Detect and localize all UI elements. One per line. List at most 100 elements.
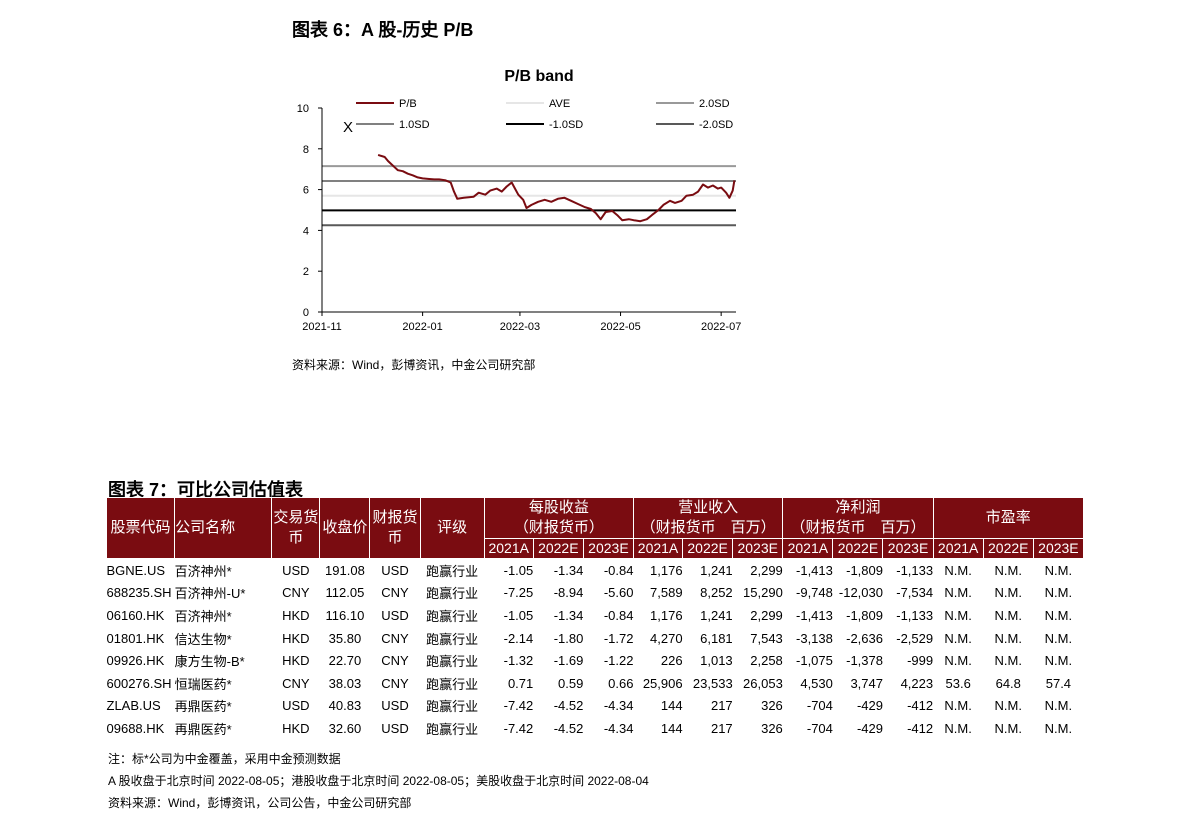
band-lines bbox=[322, 165, 736, 227]
year-header-net-profit-2: 2023E bbox=[882, 538, 934, 559]
cell-pe: N.M. bbox=[944, 653, 972, 669]
cell-name: 百济神州* bbox=[174, 563, 232, 579]
cell-net-profit: -999 bbox=[907, 653, 934, 669]
cell-name: 百济神州* bbox=[174, 608, 232, 624]
col-price-header: 收盘价 bbox=[319, 497, 371, 559]
chart-title: P/B band bbox=[504, 68, 573, 85]
cell-net-profit: -1,809 bbox=[846, 562, 883, 578]
cell-trade-currency: USD bbox=[282, 698, 310, 714]
cell-eps: -4.34 bbox=[603, 698, 634, 714]
cell-price: 32.60 bbox=[328, 720, 362, 736]
cell-eps: -1.32 bbox=[503, 653, 534, 669]
table-notes: 注：标*公司为中金覆盖，采用中金预测数据 A 股收盘于北京时间 2022-08-… bbox=[108, 748, 649, 814]
cell-net-profit: -1,133 bbox=[896, 562, 934, 578]
cell-pe: 57.4 bbox=[1045, 675, 1072, 691]
cell-code: 09926.HK bbox=[106, 653, 165, 669]
cell-revenue: 26,053 bbox=[743, 675, 783, 691]
cell-code: 01801.HK bbox=[106, 630, 165, 646]
cell-report-currency: USD bbox=[381, 720, 409, 736]
cell-revenue: 15,290 bbox=[743, 585, 783, 601]
x-tick-label: 2022-05 bbox=[600, 321, 640, 333]
cell-net-profit: -2,636 bbox=[846, 630, 883, 646]
cell-eps: -1.80 bbox=[553, 630, 584, 646]
cell-eps: -1.69 bbox=[553, 653, 584, 669]
cell-price: 35.80 bbox=[328, 630, 362, 646]
cell-revenue: 1,176 bbox=[650, 562, 683, 578]
cell-name: 再鼎医药* bbox=[174, 721, 232, 737]
cell-code: 06160.HK bbox=[106, 607, 165, 623]
cell-revenue: 217 bbox=[710, 720, 733, 736]
year-header-revenue-0: 2021A bbox=[632, 538, 684, 559]
cell-eps: -7.42 bbox=[503, 720, 534, 736]
cell-pe: N.M. bbox=[1044, 720, 1073, 736]
year-header-eps-1: 2022E bbox=[532, 538, 584, 559]
cell-trade-currency: CNY bbox=[282, 675, 310, 691]
year-header-eps-2: 2023E bbox=[582, 538, 634, 559]
figure-7-title: 图表 7：可比公司估值表 bbox=[108, 480, 304, 500]
cell-rating: 跑赢行业 bbox=[426, 631, 479, 647]
cell-revenue: 2,258 bbox=[750, 653, 783, 669]
cell-trade-currency: HKD bbox=[282, 653, 310, 669]
cell-price: 40.83 bbox=[328, 698, 362, 714]
cell-rating: 跑赢行业 bbox=[426, 608, 479, 624]
cell-price: 116.10 bbox=[325, 607, 365, 623]
cell-pe: N.M. bbox=[1044, 653, 1073, 669]
year-header-pe-2: 2023E bbox=[1032, 538, 1085, 559]
x-tick-label: 2022-03 bbox=[500, 321, 540, 333]
cell-pe: N.M. bbox=[994, 585, 1022, 601]
year-header-pe-0: 2021A bbox=[932, 538, 984, 559]
cell-code: ZLAB.US bbox=[106, 698, 161, 714]
cell-pe: N.M. bbox=[944, 698, 972, 714]
cell-report-currency: CNY bbox=[381, 585, 409, 601]
cell-net-profit: 4,223 bbox=[900, 675, 934, 691]
cell-eps: 0.66 bbox=[608, 675, 634, 691]
cell-eps: -7.42 bbox=[503, 698, 534, 714]
cell-eps: -4.52 bbox=[553, 720, 584, 736]
note-coverage: 注：标*公司为中金覆盖，采用中金预测数据 bbox=[108, 752, 341, 766]
cell-revenue: 217 bbox=[710, 698, 733, 714]
cell-pe: N.M. bbox=[994, 698, 1022, 714]
cell-pe: N.M. bbox=[1044, 630, 1073, 646]
cell-revenue: 1,241 bbox=[700, 562, 733, 578]
cell-net-profit: -9,748 bbox=[796, 585, 833, 601]
cell-code: 688235.SH bbox=[106, 585, 172, 601]
cell-pe: N.M. bbox=[944, 562, 972, 578]
cell-report-currency: USD bbox=[381, 562, 409, 578]
cell-revenue: 2,299 bbox=[750, 562, 783, 578]
col-name-header: 公司名称 bbox=[174, 497, 273, 559]
cell-code: BGNE.US bbox=[106, 562, 166, 578]
col-trade-currency-header: 交易货币 bbox=[271, 497, 321, 559]
cell-net-profit: -1,075 bbox=[796, 653, 833, 669]
year-header-revenue-2: 2023E bbox=[732, 538, 784, 559]
cell-eps: -0.84 bbox=[603, 562, 634, 578]
y-tick-label: 2 bbox=[303, 266, 309, 278]
cell-net-profit: -704 bbox=[806, 720, 833, 736]
cell-pe: 64.8 bbox=[995, 675, 1021, 691]
cell-report-currency: CNY bbox=[381, 675, 409, 691]
cell-rating: 跑赢行业 bbox=[426, 676, 479, 692]
cell-revenue: 326 bbox=[761, 720, 783, 736]
cell-revenue: 2,299 bbox=[750, 607, 783, 623]
cell-name: 百济神州-U* bbox=[174, 586, 246, 602]
cell-trade-currency: HKD bbox=[282, 607, 310, 623]
cell-name: 康方生物-B* bbox=[174, 654, 245, 670]
cell-pe: N.M. bbox=[1044, 562, 1073, 578]
cell-net-profit: -1,378 bbox=[846, 653, 883, 669]
cell-revenue: 1,241 bbox=[700, 607, 733, 623]
cell-pe: N.M. bbox=[994, 607, 1022, 623]
cell-pe: N.M. bbox=[994, 562, 1022, 578]
cell-eps: 0.59 bbox=[558, 675, 584, 691]
legend-label: -1.0SD bbox=[549, 119, 583, 131]
cell-trade-currency: CNY bbox=[282, 585, 310, 601]
col-net-profit-header: 净利润 （财报货币 百万） bbox=[782, 497, 934, 539]
cell-revenue: 23,533 bbox=[692, 675, 733, 691]
x-tick-label: 2022-07 bbox=[701, 321, 741, 333]
cell-code: 600276.SH bbox=[106, 675, 172, 691]
cell-eps: -1.34 bbox=[553, 607, 584, 623]
y-tick-label: 10 bbox=[297, 103, 309, 115]
